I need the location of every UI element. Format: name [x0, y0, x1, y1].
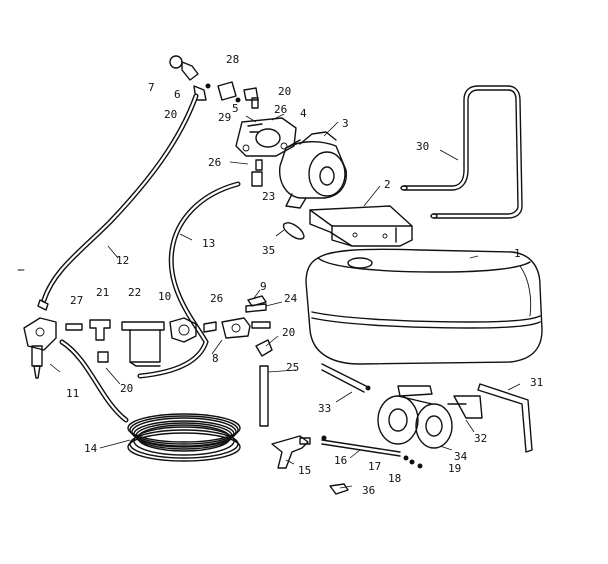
- label-23: 23: [262, 190, 275, 203]
- safety-valve-fittings: [169, 55, 207, 101]
- label-26-mid: 26: [208, 156, 221, 169]
- label-31: 31: [530, 376, 543, 389]
- label-20-mid: 20: [282, 326, 295, 339]
- label-27: 27: [70, 294, 83, 307]
- label-28: 28: [226, 53, 239, 66]
- motor: [279, 131, 347, 209]
- label-4: 4: [300, 107, 307, 120]
- pump-fittings: [205, 81, 263, 187]
- manifold: [203, 303, 271, 339]
- leader-lines: [49, 113, 521, 489]
- label-2: 2: [384, 178, 391, 191]
- label-7: 7: [148, 81, 155, 94]
- air-tank: [305, 248, 543, 365]
- check-valve-tube: [255, 339, 273, 427]
- label-34: 34: [454, 450, 468, 463]
- label-15: 15: [298, 464, 311, 477]
- label-13: 13: [202, 237, 215, 250]
- coiled-hose: [59, 339, 241, 462]
- hose-13: [137, 181, 241, 379]
- spray-gun: [271, 435, 423, 469]
- drain-rod: [321, 363, 371, 393]
- label-26-top: 26: [274, 103, 287, 116]
- label-35: 35: [262, 244, 275, 257]
- label-36: 36: [362, 484, 375, 497]
- label-1: 1: [514, 247, 521, 260]
- label-25: 25: [286, 361, 299, 374]
- label-26-low: 26: [210, 292, 223, 305]
- gasket: [282, 222, 305, 240]
- label-33: 33: [318, 402, 331, 415]
- label-30: 30: [416, 140, 429, 153]
- fittings-row: [65, 317, 197, 367]
- label-14: 14: [84, 442, 98, 455]
- regulator: [23, 317, 57, 379]
- part-36-clip: [329, 483, 349, 495]
- part-number-labels: 1 2 3 4 5 6 7 8 9 10 11 12 13 14 15 16 1…: [66, 53, 543, 497]
- label-17: 17: [368, 460, 381, 473]
- motor-base-plate: [309, 205, 413, 247]
- label-5: 5: [232, 102, 239, 115]
- label-18: 18: [388, 472, 401, 485]
- label-32: 32: [474, 432, 487, 445]
- label-12: 12: [116, 254, 129, 267]
- handle: [400, 85, 523, 219]
- leg-bracket: [447, 383, 533, 453]
- fitting-9: [247, 295, 267, 307]
- label-21: 21: [96, 286, 109, 299]
- label-9: 9: [260, 280, 267, 293]
- label-22: 22: [128, 286, 141, 299]
- label-24: 24: [284, 292, 298, 305]
- label-20-bottom: 20: [120, 382, 133, 395]
- label-8: 8: [212, 352, 219, 365]
- label-29: 29: [218, 111, 231, 124]
- hose-12: [37, 93, 199, 311]
- label-6: 6: [174, 88, 181, 101]
- label-16: 16: [334, 454, 347, 467]
- label-3: 3: [342, 117, 349, 130]
- label-20-left: 20: [164, 108, 177, 121]
- wheels: [377, 385, 453, 449]
- label-11: 11: [66, 387, 79, 400]
- label-10: 10: [158, 290, 171, 303]
- pump-head: [235, 117, 297, 157]
- label-19: 19: [448, 462, 461, 475]
- label-20-top: 20: [278, 85, 291, 98]
